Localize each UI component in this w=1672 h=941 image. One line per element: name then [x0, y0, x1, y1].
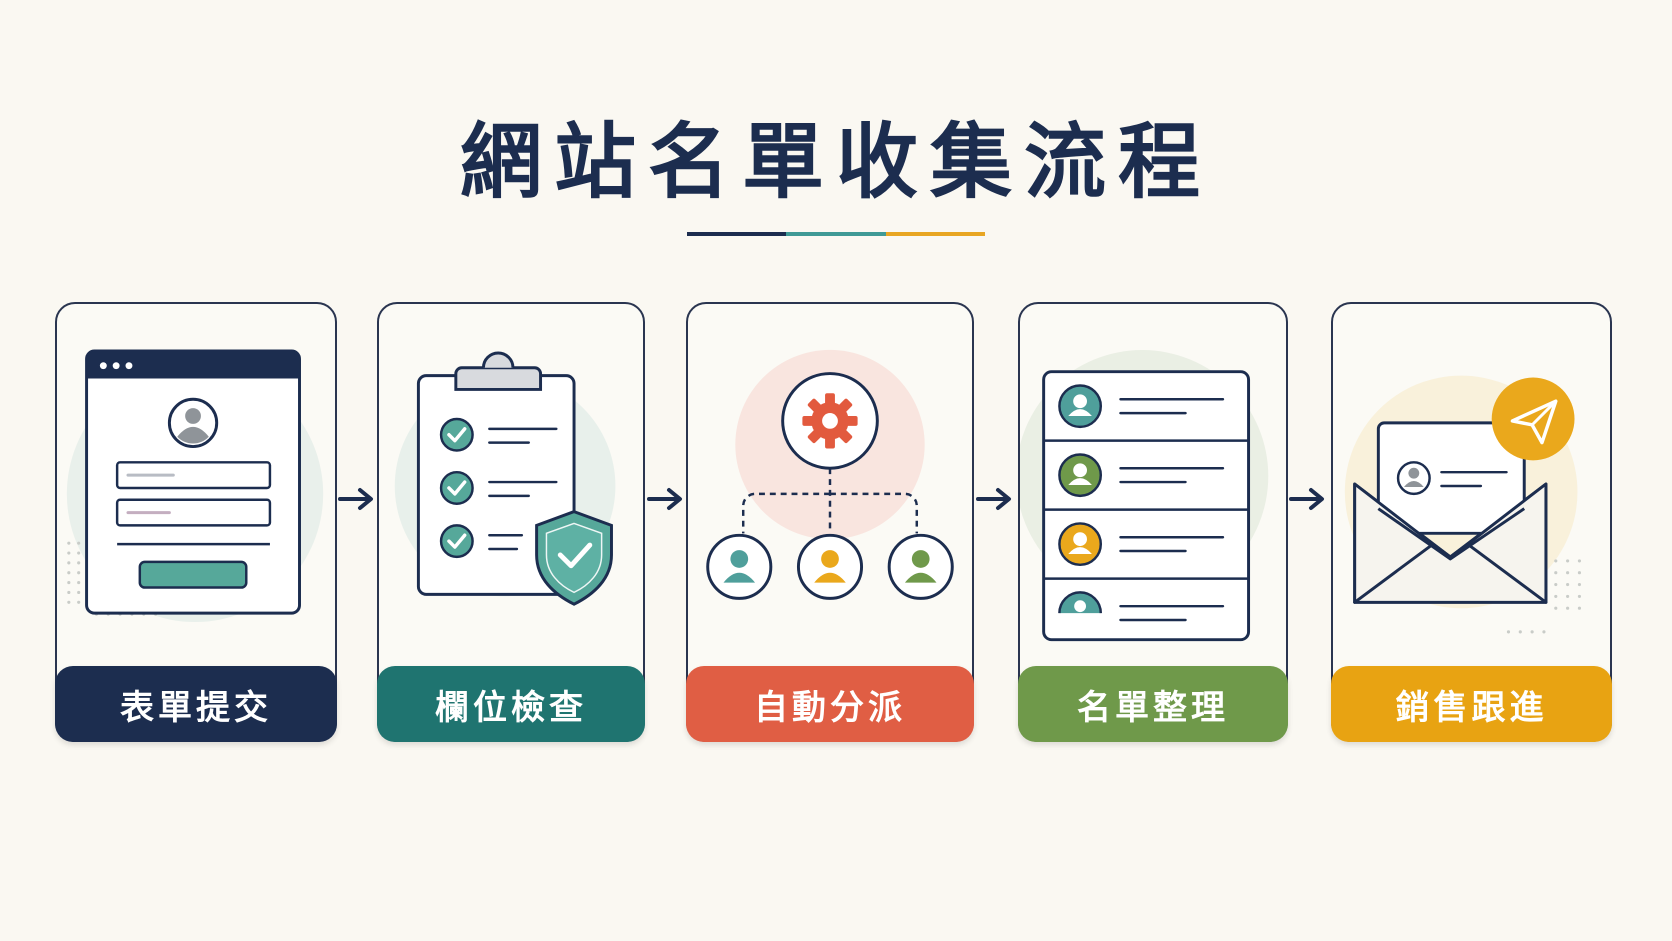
step-card-sales-followup: 銷售跟進 [1331, 302, 1612, 742]
arrow-right-icon [645, 485, 687, 513]
checklist-shield-icon [379, 304, 643, 666]
contact-list-icon [1020, 304, 1286, 666]
step-label: 欄位檢查 [377, 666, 645, 742]
underline-segment-teal [786, 232, 886, 236]
step-label: 名單整理 [1018, 666, 1288, 742]
step-card-list-organize: 名單整理 [1018, 302, 1288, 742]
step-card-form-submit: 表單提交 [55, 302, 337, 742]
step-label: 自動分派 [686, 666, 974, 742]
underline-segment-navy [687, 232, 787, 236]
arrow-right-icon [974, 485, 1016, 513]
page-title: 網站名單收集流程 [459, 114, 1212, 210]
arrow-right-icon [1287, 485, 1329, 513]
gear-distribution-icon [688, 304, 972, 666]
web-form-icon [57, 304, 335, 666]
arrow-right-icon [336, 485, 378, 513]
underline-segment-gold [885, 232, 985, 236]
step-card-auto-assign: 自動分派 [686, 302, 974, 742]
step-label: 表單提交 [55, 666, 337, 742]
envelope-send-icon [1333, 304, 1610, 666]
step-card-field-check: 欄位檢查 [377, 302, 645, 742]
title-underline [687, 232, 985, 236]
step-label: 銷售跟進 [1331, 666, 1612, 742]
